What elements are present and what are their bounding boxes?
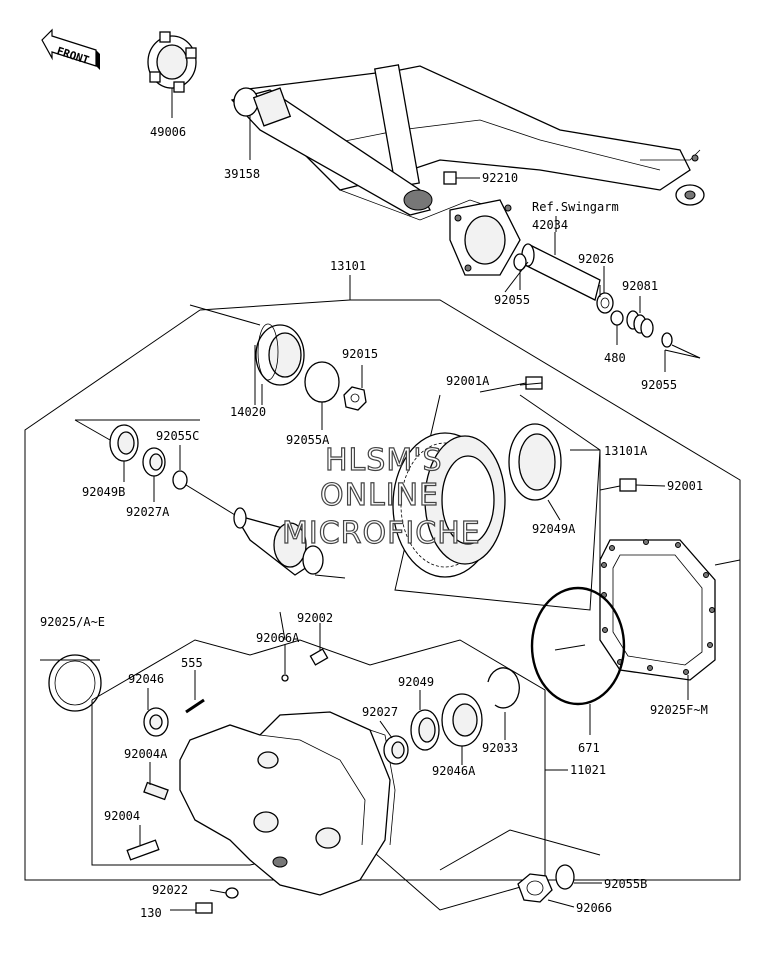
ring-gear — [392, 432, 506, 578]
pinion-gear — [177, 479, 346, 579]
label-92049A: 92049A — [532, 522, 576, 536]
bolt-92001 — [599, 478, 637, 492]
label-92049B: 92049B — [82, 485, 125, 499]
plug-92066 — [517, 873, 553, 903]
label-92046A: 92046A — [432, 764, 476, 778]
label-480: 480 — [604, 351, 626, 365]
final-drive-housing — [179, 711, 396, 896]
label-92033: 92033 — [482, 741, 518, 755]
label-92066: 92066 — [576, 901, 612, 915]
label-555: 555 — [181, 656, 203, 670]
label-39158: 39158 — [224, 167, 260, 181]
label-92055-a: 92055 — [494, 293, 530, 307]
label-92081: 92081 — [622, 279, 658, 293]
shim-92025 — [40, 654, 102, 712]
label-92015: 92015 — [342, 347, 378, 361]
label-92001A: 92001A — [446, 374, 490, 388]
label-92066A: 92066A — [256, 631, 300, 645]
svg-text:HLSM'S: HLSM'S — [325, 443, 443, 478]
seal-92049B — [109, 424, 139, 462]
seal-92049A — [508, 423, 562, 521]
oring-92055A — [304, 361, 340, 403]
screw-92002 — [309, 623, 329, 666]
label-92004: 92004 — [104, 809, 140, 823]
label-92004A: 92004A — [124, 747, 168, 761]
housing-flange — [449, 199, 521, 276]
box-11021 — [91, 639, 546, 911]
label-92210: 92210 — [482, 171, 518, 185]
oring-92055B — [555, 864, 575, 890]
front-arrow-icon: FRONT — [41, 28, 100, 70]
label-92025-AE: 92025/A~E — [40, 615, 105, 629]
label-92027A: 92027A — [126, 505, 170, 519]
watermark: HLSM'S ONLINE MICROFICHE — [281, 442, 481, 551]
small-parts-right — [596, 285, 701, 372]
label-92049: 92049 — [398, 675, 434, 689]
label-13101A: 13101A — [604, 444, 648, 458]
label-92001: 92001 — [667, 479, 703, 493]
driveshaft-39158 — [230, 87, 433, 216]
label-92055A: 92055A — [286, 433, 330, 447]
bearing-92027 — [383, 735, 409, 765]
label-92046: 92046 — [128, 672, 164, 686]
svg-text:MICROFICHE: MICROFICHE — [282, 516, 481, 551]
bolt-130 — [170, 902, 213, 914]
coupler-49006 — [147, 31, 197, 118]
label-42034: 42034 — [532, 218, 568, 232]
label-49006: 49006 — [150, 125, 186, 139]
label-92002: 92002 — [297, 611, 333, 625]
label-92055B: 92055B — [604, 877, 647, 891]
label-ref-swingarm: Ref.Swingarm — [532, 200, 619, 214]
label-11021: 11021 — [570, 763, 606, 777]
label-92026: 92026 — [578, 252, 614, 266]
leader-lines — [179, 177, 666, 908]
label-92055C: 92055C — [156, 429, 199, 443]
washer-92022 — [225, 887, 239, 899]
seal-14020 — [254, 323, 305, 405]
pin-92004 — [126, 825, 160, 861]
gasket-92025F-M — [599, 539, 741, 700]
bearing-92027A — [142, 447, 166, 477]
oring-92055C — [172, 470, 188, 490]
label-92025F-M: 92025F~M — [650, 703, 708, 717]
spring-92004A — [143, 762, 169, 801]
sleeve-42034 — [521, 232, 601, 301]
assembly-lines — [24, 275, 741, 881]
bearing-92046 — [143, 688, 169, 737]
oring-671 — [530, 586, 626, 706]
pin-555 — [185, 698, 205, 714]
bearing-92046A — [441, 693, 483, 765]
label-13101: 13101 — [330, 259, 366, 273]
label-671: 671 — [578, 741, 600, 755]
label-92027: 92027 — [362, 705, 398, 719]
circlip-92033 — [487, 667, 520, 740]
label-130: 130 — [140, 906, 162, 920]
ball-92066A — [281, 674, 289, 682]
seal-92049 — [410, 690, 440, 751]
label-92055-b: 92055 — [641, 378, 677, 392]
label-14020: 14020 — [230, 405, 266, 419]
svg-text:ONLINE: ONLINE — [320, 478, 439, 513]
label-92022: 92022 — [152, 883, 188, 897]
nut-92015 — [343, 365, 367, 411]
